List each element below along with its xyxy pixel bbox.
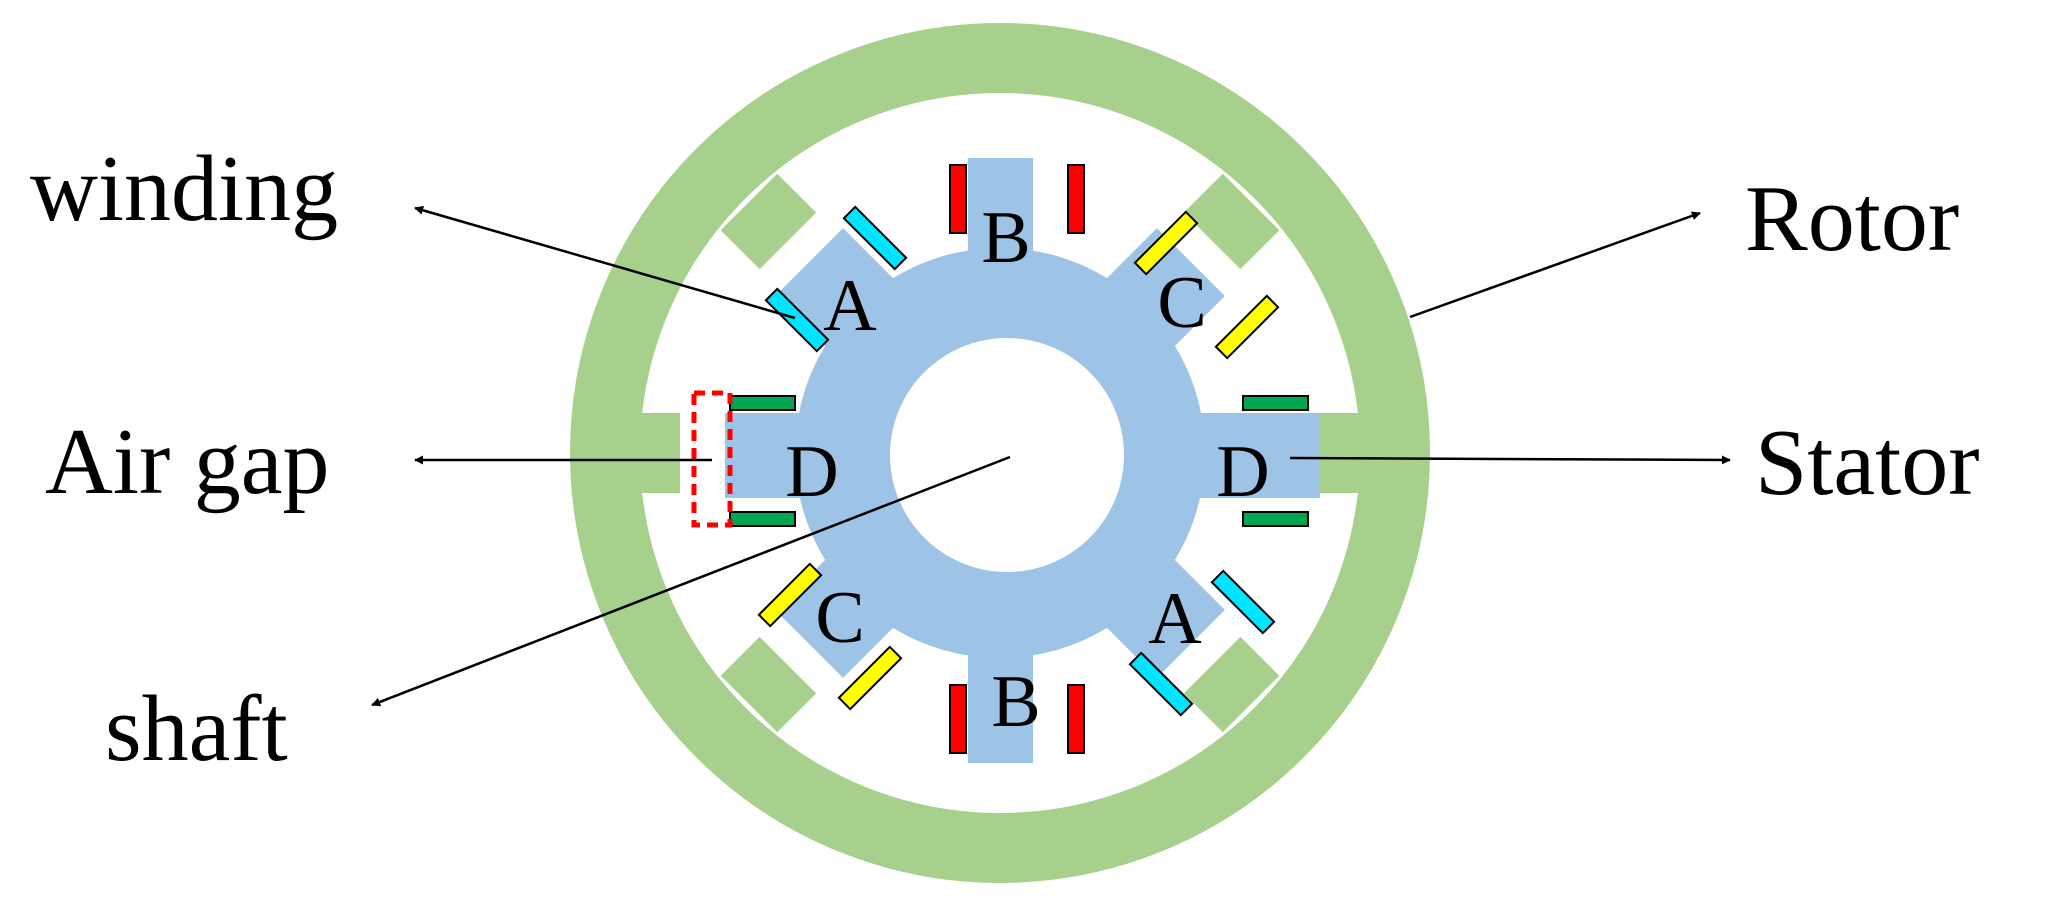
shaft-hole	[890, 338, 1124, 572]
stator-pole-upper-left	[775, 228, 928, 381]
winding-d-right-top	[1242, 395, 1309, 411]
winding-a-lower-right-1	[1210, 569, 1276, 635]
rotor-tooth-upper-right	[1183, 173, 1280, 270]
winding-b-bottom-right	[1067, 684, 1085, 754]
phase-label-a-top-left: A	[823, 265, 876, 347]
rotor-tooth-lower-left	[720, 636, 817, 733]
stator-pole-lower-left	[775, 525, 928, 678]
phase-label-c-bottom-left: C	[815, 577, 864, 659]
stator-pole-top	[968, 158, 1033, 308]
callout-winding: winding	[30, 137, 338, 241]
winding-d-left-top	[729, 395, 796, 411]
callout-shaft: shaft	[105, 677, 288, 781]
rotor-tooth-upper-left	[720, 173, 817, 270]
phase-label-d-right: D	[1216, 431, 1269, 513]
winding-c-lower-left-2	[837, 645, 903, 711]
shaft-leader	[371, 455, 1011, 707]
rotor-leader	[1409, 211, 1701, 319]
leader-lines	[371, 205, 1731, 707]
winding-c-upper-right-1	[1133, 210, 1199, 276]
phase-label-d-left: D	[785, 431, 838, 513]
stator-pole-left	[725, 413, 845, 498]
callout-stator: Stator	[1755, 411, 1980, 515]
winding-d-left-bottom	[729, 511, 796, 527]
phase-label-c-top-right: C	[1157, 262, 1206, 344]
winding-leader	[414, 205, 796, 320]
winding-d-right-bottom	[1242, 511, 1309, 527]
callout-air-gap: Air gap	[45, 410, 330, 514]
winding-b-top-right	[1067, 164, 1085, 234]
stator-leader	[1289, 455, 1731, 465]
rotor-tooth-lower-right	[1183, 636, 1280, 733]
rotor-teeth	[635, 173, 1365, 733]
callout-rotor: Rotor	[1745, 167, 1959, 271]
windings	[729, 164, 1309, 754]
phase-label-b-top: B	[981, 197, 1030, 279]
phase-label-b-bottom: B	[991, 661, 1040, 743]
stator-pole-upper-right	[1072, 228, 1225, 381]
winding-a-upper-left-2	[764, 287, 830, 353]
winding-a-lower-right-2	[1128, 651, 1194, 717]
winding-c-lower-left-1	[757, 562, 823, 628]
winding-b-bottom-left	[949, 684, 967, 754]
winding-a-upper-left-1	[842, 205, 908, 271]
rotor-tooth-left	[635, 413, 680, 493]
stator-pole-bottom	[968, 598, 1033, 763]
stator-pole-right	[1155, 413, 1320, 498]
rotor-tooth-right	[1320, 413, 1365, 493]
phase-label-a-bottom-right: A	[1148, 578, 1201, 660]
rotor-ring	[570, 23, 1430, 883]
winding-c-upper-right-2	[1214, 294, 1280, 360]
stator-pole-lower-right	[1072, 525, 1225, 678]
winding-b-top-left	[949, 164, 967, 234]
